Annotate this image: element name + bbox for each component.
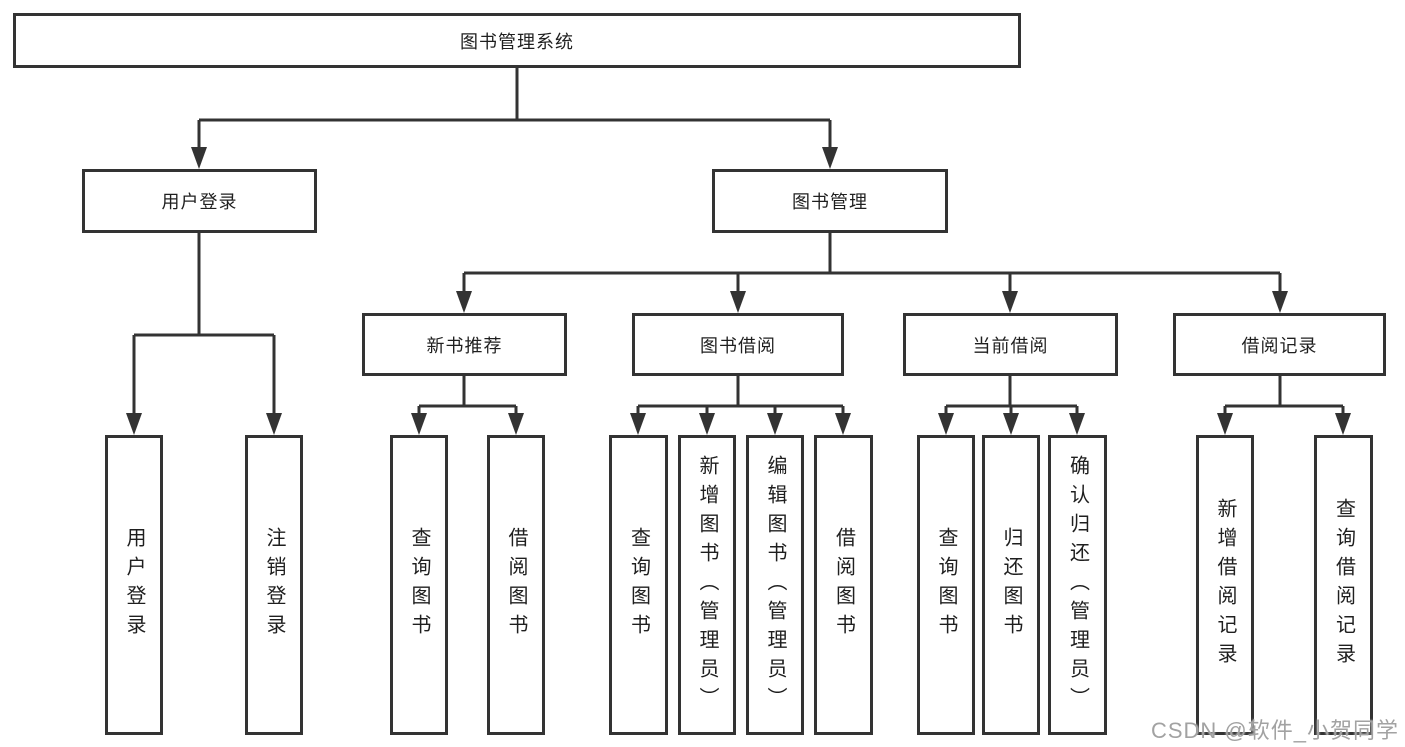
leaf-logout: 注销登录 bbox=[245, 435, 303, 735]
leaf-current-query-books-label: 查询图书 bbox=[935, 527, 957, 643]
leaf-borrow-borrow-books: 借阅图书 bbox=[814, 435, 873, 735]
leaf-query-borrow-record: 查询借阅记录 bbox=[1314, 435, 1373, 735]
leaf-newrec-query-books-label: 查询图书 bbox=[408, 527, 430, 643]
node-book-borrow: 图书借阅 bbox=[632, 313, 844, 376]
leaf-borrow-query-books: 查询图书 bbox=[609, 435, 668, 735]
node-user-login: 用户登录 bbox=[82, 169, 317, 233]
leaf-edit-books-admin-label: 编辑图书（管理员） bbox=[764, 454, 786, 716]
csdn-watermark: CSDN @软件_小贺同学 bbox=[1150, 718, 1399, 743]
leaf-borrow-query-books-label: 查询图书 bbox=[627, 527, 650, 643]
node-book-management: 图书管理 bbox=[712, 169, 948, 233]
leaf-confirm-return-admin: 确认归还（管理员） bbox=[1048, 435, 1107, 735]
leaf-current-query-books: 查询图书 bbox=[917, 435, 975, 735]
node-root: 图书管理系统 bbox=[13, 13, 1021, 68]
leaf-newrec-query-books: 查询图书 bbox=[390, 435, 448, 735]
leaf-add-borrow-record: 新增借阅记录 bbox=[1196, 435, 1254, 735]
leaf-user-login: 用户登录 bbox=[105, 435, 163, 735]
leaf-add-borrow-record-label: 新增借阅记录 bbox=[1214, 498, 1236, 672]
leaf-logout-label: 注销登录 bbox=[263, 527, 285, 643]
leaf-user-login-label: 用户登录 bbox=[123, 527, 145, 643]
leaf-add-books-admin: 新增图书（管理员） bbox=[678, 435, 736, 735]
leaf-edit-books-admin: 编辑图书（管理员） bbox=[746, 435, 804, 735]
node-new-book-recommend: 新书推荐 bbox=[362, 313, 567, 376]
leaf-return-books-label: 归还图书 bbox=[1000, 527, 1022, 643]
leaf-query-borrow-record-label: 查询借阅记录 bbox=[1332, 498, 1355, 672]
leaf-newrec-borrow-books-label: 借阅图书 bbox=[505, 527, 527, 643]
leaf-add-books-admin-label: 新增图书（管理员） bbox=[696, 454, 718, 716]
leaf-return-books: 归还图书 bbox=[982, 435, 1040, 735]
leaf-newrec-borrow-books: 借阅图书 bbox=[487, 435, 545, 735]
node-current-borrow: 当前借阅 bbox=[903, 313, 1118, 376]
leaf-confirm-return-admin-label: 确认归还（管理员） bbox=[1066, 454, 1089, 716]
leaf-borrow-borrow-books-label: 借阅图书 bbox=[832, 527, 855, 643]
node-borrow-records: 借阅记录 bbox=[1173, 313, 1386, 376]
